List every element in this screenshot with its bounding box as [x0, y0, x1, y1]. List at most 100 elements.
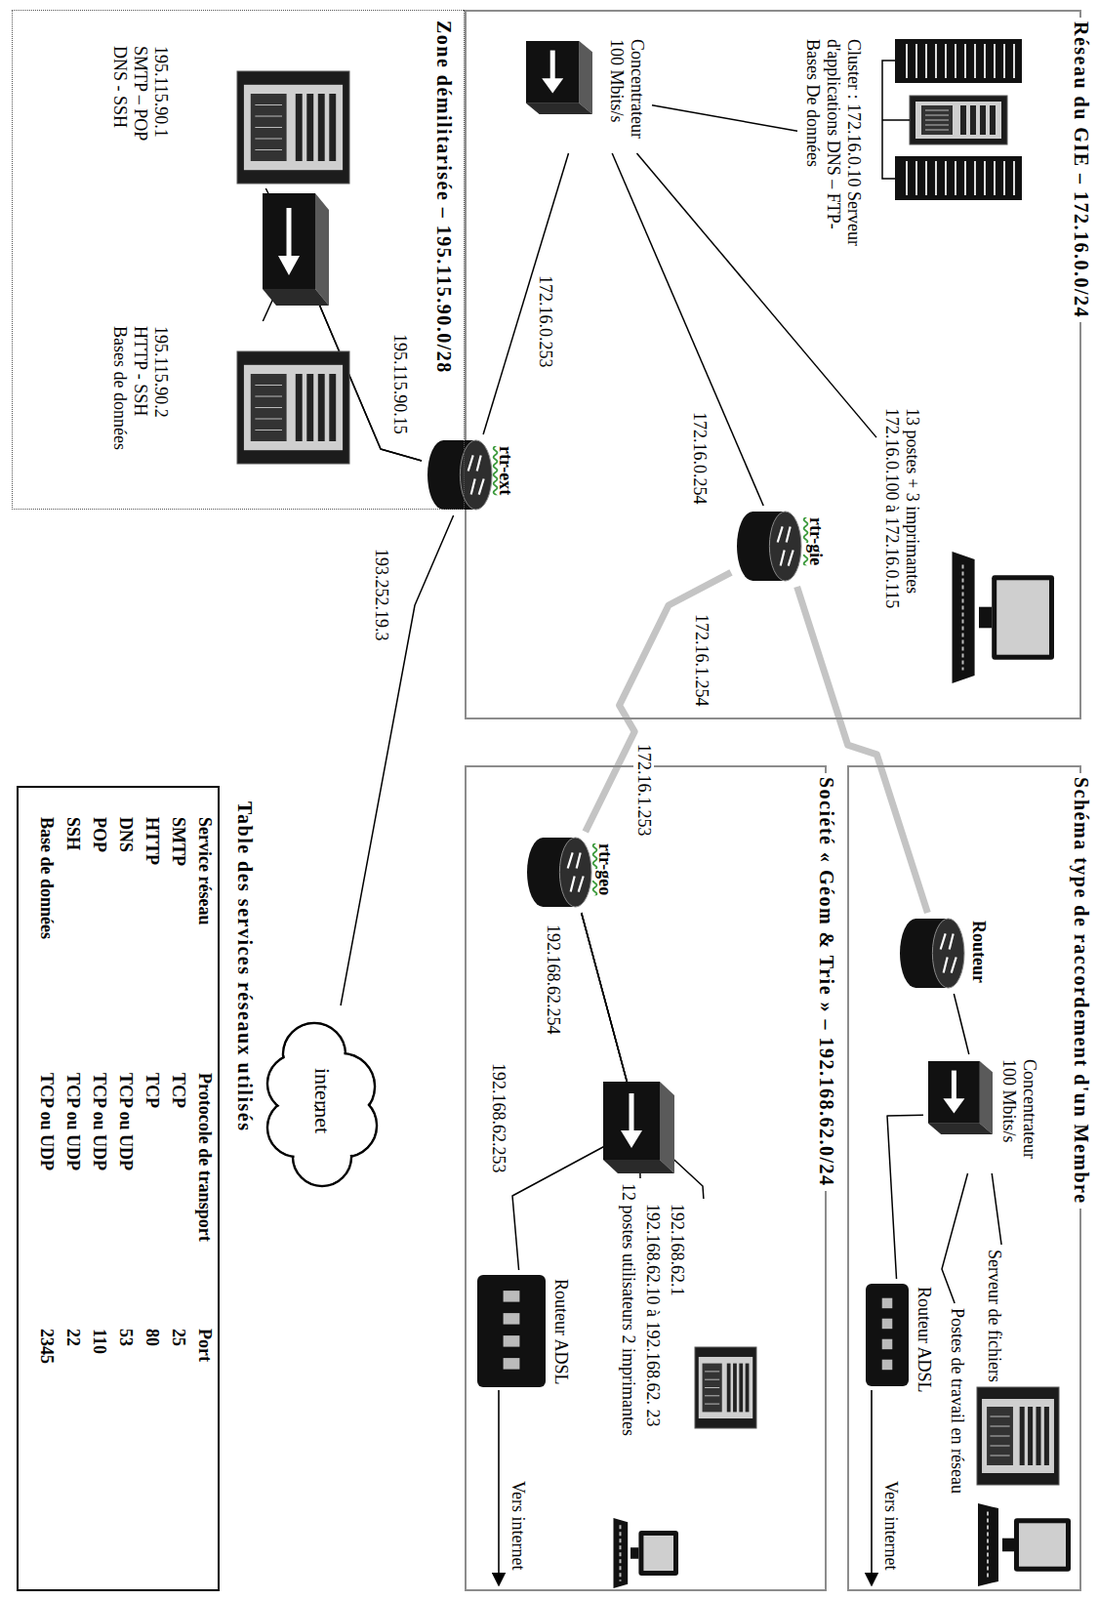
rack-case — [894, 156, 1022, 201]
table-cell: TCP — [167, 1070, 189, 1110]
rack-slot — [1003, 43, 1006, 79]
router-top — [769, 511, 802, 581]
keyboard-keys — [962, 565, 965, 671]
company-zone: Société « Géom & Trie » – 192.168.62.0/2… — [464, 765, 827, 1591]
monitor — [991, 574, 1055, 659]
screen — [996, 579, 1050, 654]
router-icon — [426, 439, 493, 511]
table-cell: HTTP — [141, 814, 163, 867]
table-cell: TCP ou UDP — [36, 1070, 57, 1173]
adsl-case — [477, 1274, 546, 1387]
drive-bay — [306, 93, 314, 162]
device-label: Postes de travail en réseau — [946, 1307, 968, 1494]
router-node: rtr-ext — [421, 434, 521, 516]
vent-slot — [254, 396, 283, 398]
tower-icon — [694, 1346, 757, 1428]
router-icon — [526, 836, 593, 908]
rack-slot — [915, 161, 918, 196]
device-label: 192.168.62.1 — [666, 1203, 688, 1297]
rack-slot — [983, 43, 986, 79]
server-face — [244, 365, 343, 450]
device-label: internet — [313, 1067, 334, 1134]
device-label: 12 postes utilisateurs 2 imprimantes — [617, 1182, 639, 1436]
device-label: Cluster : 172.16.0.10 Serveur d'applicat… — [802, 39, 864, 264]
server-vent — [986, 1406, 1014, 1465]
network-link — [991, 1173, 1002, 1245]
zone-title: Schéma type de raccordement d'un Membre — [1070, 772, 1092, 1209]
rack-slot — [905, 43, 908, 79]
drive-bay — [295, 373, 303, 442]
rack-slot — [925, 43, 928, 79]
table-cell: 22 — [62, 1326, 83, 1348]
network-link — [887, 1114, 924, 1279]
router-icon — [898, 917, 966, 989]
rack-slot — [1003, 161, 1006, 196]
network-link — [611, 153, 764, 506]
table-cell: 53 — [115, 1326, 136, 1348]
table-cell: POP — [88, 814, 110, 854]
drive-bay — [979, 105, 986, 135]
drive-bay — [1044, 1406, 1050, 1465]
hub-arrow — [278, 255, 300, 276]
network-link — [953, 993, 969, 1055]
network-link — [483, 153, 569, 435]
monitor — [1014, 1517, 1071, 1571]
rack-slot — [954, 161, 957, 196]
device-label: Routeur ADSL — [913, 1286, 935, 1393]
screen — [643, 1535, 674, 1571]
hub-icon — [526, 40, 593, 115]
vent-slot — [254, 104, 283, 106]
tower-icon — [237, 71, 350, 184]
adsl-router: Routeur ADSL — [472, 1269, 576, 1392]
table-cell: Port — [194, 1326, 215, 1364]
cluster-tower — [909, 95, 1008, 145]
interface-address: 192.168.62.253 — [488, 1060, 509, 1176]
server-face — [698, 1356, 753, 1419]
keyboard — [977, 1503, 999, 1586]
cluster-icon — [875, 39, 1022, 201]
device-label: rtr-geo — [594, 843, 615, 895]
vent-slot — [254, 126, 283, 128]
vent-slot — [254, 406, 283, 408]
vent-slot — [925, 129, 949, 131]
hub-side — [928, 1123, 993, 1135]
server-node: 195.115.90.2 HTTP - SSH Bases de données — [104, 321, 355, 469]
vent-slot — [704, 1403, 720, 1405]
drive-bay — [318, 93, 326, 162]
drive-bay — [1035, 1406, 1041, 1465]
rack-slot — [974, 161, 976, 196]
vent-slot — [925, 124, 949, 126]
router-icon — [735, 510, 803, 582]
table-cell: TCP ou UDP — [115, 1070, 136, 1173]
hub-top — [979, 1060, 993, 1135]
keyboard-keys — [619, 1524, 622, 1582]
table-cell: Protocole de transport — [194, 1070, 215, 1244]
internet-cloud: internet — [258, 1005, 388, 1196]
hub-arrow — [286, 207, 292, 258]
interface-address: 172.16.0.254 — [689, 409, 710, 507]
adsl-light — [882, 1318, 894, 1330]
keyboard-keys — [986, 1511, 989, 1579]
hub-arrow — [620, 1130, 643, 1148]
server-vent — [921, 105, 953, 135]
router-node: Routeur — [894, 912, 994, 994]
table-cell: TCP ou UDP — [88, 1070, 110, 1173]
hub-arrow — [550, 50, 556, 81]
adsl-light — [503, 1357, 521, 1370]
hub-arrow — [951, 1070, 957, 1100]
keyboard — [613, 1517, 629, 1588]
server-vent — [250, 373, 287, 442]
vent-slot — [254, 116, 283, 118]
device-label: 195.115.90.2 HTTP - SSH Bases de données — [109, 325, 171, 455]
vent-slot — [925, 110, 949, 112]
drive-bay — [738, 1363, 743, 1413]
rack-slot — [944, 43, 947, 79]
link-note: Vers internet — [507, 1478, 529, 1572]
server-vent — [702, 1363, 723, 1413]
hub-top — [659, 1081, 675, 1174]
hub-icon — [928, 1060, 993, 1135]
device-label: rtr-ext — [494, 446, 516, 495]
network-link — [651, 105, 798, 131]
adsl-icon — [477, 1274, 546, 1387]
